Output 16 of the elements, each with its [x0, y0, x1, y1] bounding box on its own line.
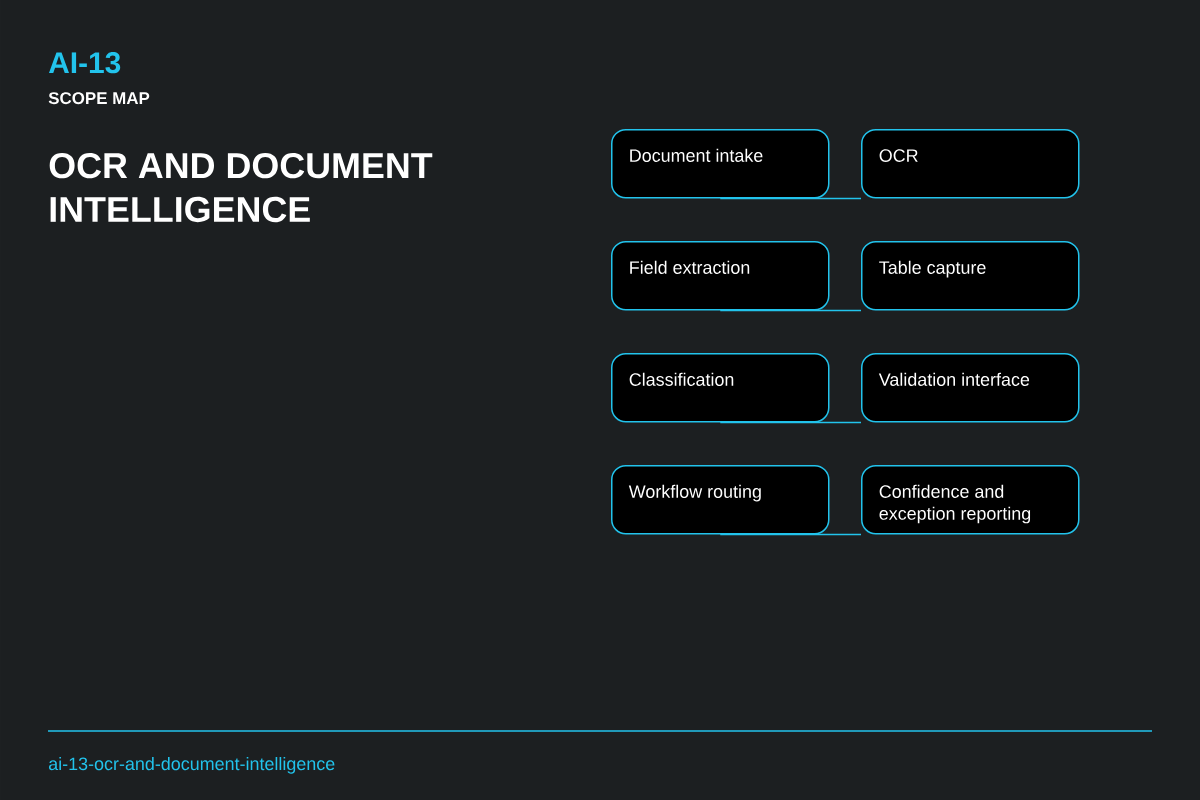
process-box: Document intake [611, 129, 830, 199]
process-box: Workflow routing [611, 465, 830, 535]
section-code: AI-13 [48, 52, 121, 74]
process-box: Classification [611, 353, 830, 423]
process-box: Field extraction [611, 241, 830, 311]
process-box: OCR [861, 129, 1080, 199]
process-box: Table capture [861, 241, 1080, 311]
subtitle: SCOPE MAP [48, 92, 150, 105]
process-box: Confidence and exception reporting [861, 465, 1080, 535]
connector-line [719, 421, 862, 424]
title: OCR AND DOCUMENT INTELLIGENCE [49, 152, 433, 223]
connector-line [719, 197, 862, 200]
connector-line [719, 533, 862, 536]
process-box: Validation interface [861, 353, 1080, 423]
footer-slug: ai-13-ocr-and-document-intelligence [48, 757, 335, 774]
connector-line [719, 309, 862, 312]
